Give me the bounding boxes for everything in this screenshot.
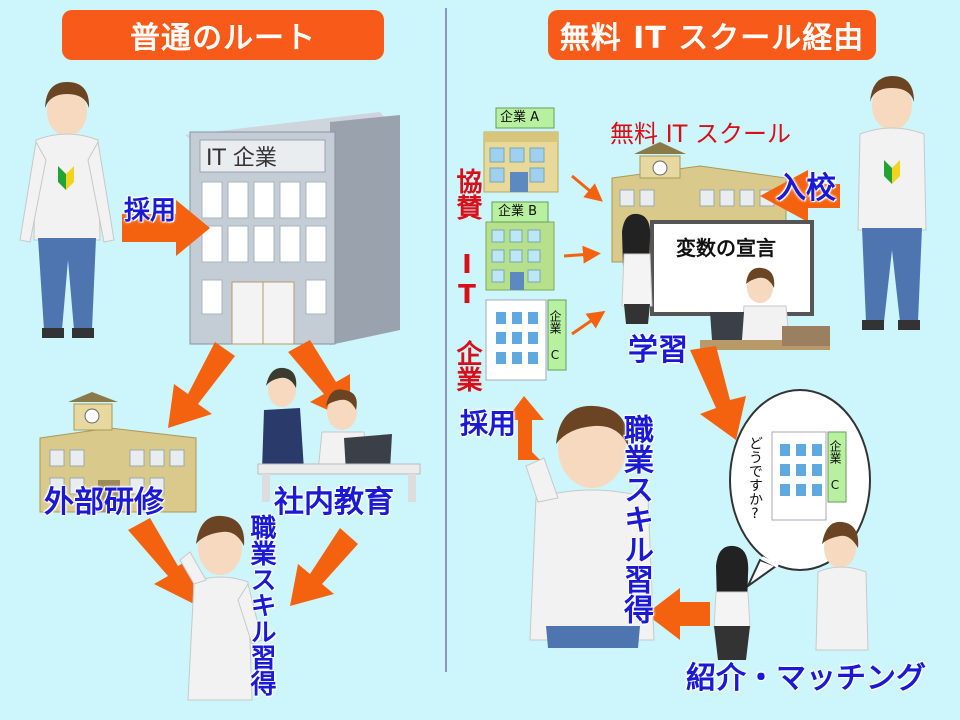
company-sign: IT 企業 [206,146,277,171]
left-route-title: 普通のルート [62,10,384,60]
newcomer-person-right [857,76,927,330]
hire-label-right: 採用 [460,407,517,440]
arrow-to-external-training [168,342,235,428]
enroll-arrow [760,170,840,222]
internal-education-scene [257,367,421,502]
arrow-from-internal-education [290,528,358,606]
company-b-label: 企業 B [498,204,538,219]
company-c-building [485,299,567,381]
matching-label: 紹介・マッチング [686,661,926,696]
matching-people [713,521,869,660]
school-name-label: 無料 IT スクール [610,120,791,148]
sponsor-arrow-c [571,310,606,336]
study-label: 学習 [628,333,688,368]
company-b-building [485,201,555,291]
enroll-label: 入校 [776,171,836,206]
sponsor-arrow-b [563,245,601,264]
arrow-matching-to-skill [646,588,710,640]
hire-arrow-right [506,396,544,460]
speech-bubble [729,389,871,590]
right-route-title: 無料 IT スクール経由 [548,10,876,60]
whiteboard-text: 変数の宣言 [676,236,776,260]
company-c-label: 企業 C [548,310,562,362]
arrow-from-external-training [128,518,194,604]
training-school-building [39,392,197,513]
hire-arrow-left [122,200,210,256]
hire-label-left: 採用 [124,196,177,226]
company-a-label: 企業 A [500,110,540,125]
question-text: どうですか? [747,436,763,522]
internal-education-label: 社内教育 [274,485,394,520]
sponsor-companies-label: 協賛 IT 企業 [452,168,482,392]
company-a-building [483,107,559,193]
newcomer-person-left [19,82,115,338]
skilled-person-right [525,405,655,648]
external-training-label: 外部研修 [44,485,164,520]
skill-label-right: 職業スキル習得 [618,414,653,624]
skill-label-left: 職業スキル習得 [246,514,276,696]
skilled-person-left [179,515,263,701]
sponsor-arrow-a [571,174,603,202]
arrow-study-to-matching [690,346,746,440]
company-c-bubble-label: 企業 C [828,440,842,492]
classroom-scene [621,213,830,350]
it-company-building [185,112,400,345]
